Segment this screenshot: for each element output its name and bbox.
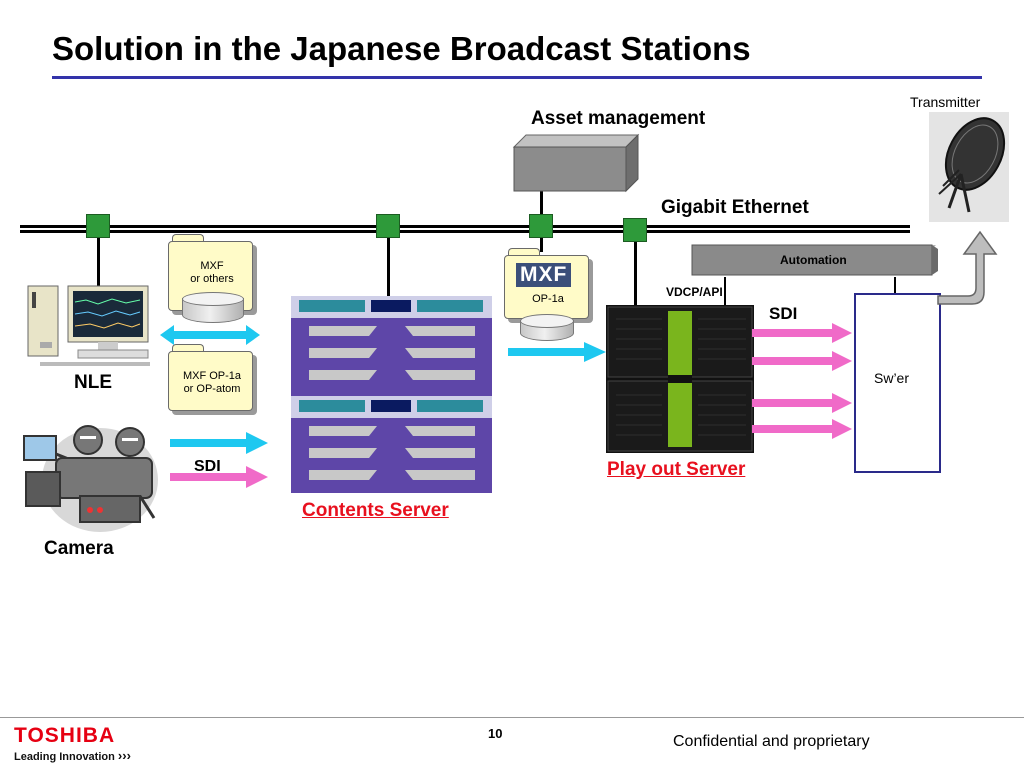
network-node-icon (623, 218, 647, 242)
pink-arrow (752, 393, 852, 413)
return-arrow-icon (937, 230, 998, 305)
satellite-dish-icon (929, 112, 1009, 222)
folder-mxf-others: MXF or others (168, 260, 256, 286)
asset-management-link (540, 190, 543, 215)
page-number: 10 (488, 726, 503, 741)
automation-box (691, 244, 938, 276)
folder-icon (508, 248, 540, 257)
tagline-text: Leading Innovation (14, 751, 115, 763)
tagline: Leading Innovation ››› (14, 748, 131, 763)
network-node-icon (86, 214, 110, 238)
automation-label: Automation (780, 253, 847, 267)
bidirectional-arrow (160, 325, 260, 345)
contents-server-link (387, 238, 390, 298)
sdi-left-label: SDI (194, 458, 221, 475)
pink-arrow (752, 351, 852, 371)
mxf-logo: MXF (516, 263, 572, 287)
pink-arrow (170, 466, 268, 488)
footer-divider (0, 717, 1024, 718)
page-title: Solution in the Japanese Broadcast Stati… (52, 30, 751, 67)
title-underline (52, 76, 982, 79)
switcher-label: Sw’er (874, 370, 910, 386)
folder-icon (172, 344, 204, 353)
folder-op1a: OP-1a (504, 293, 592, 306)
nle-label: NLE (74, 372, 112, 393)
sdi-arrows (752, 323, 852, 439)
nle-workstation-icon (27, 285, 150, 366)
asset-management-label: Asset management (531, 108, 706, 129)
folder-line: or OP-atom (183, 383, 241, 395)
sdi-right-label: SDI (769, 304, 798, 323)
pink-arrow (752, 419, 852, 439)
playout-server-label: Play out Server (607, 459, 746, 480)
asset-management-server (512, 133, 640, 193)
left-arrows (160, 325, 268, 488)
tagline-arrows: ››› (117, 748, 131, 763)
network-node-icon (529, 214, 553, 238)
playout-server-link (634, 242, 637, 306)
folder-icon (172, 234, 204, 243)
switcher-box (854, 293, 941, 473)
folder-mxf-op1a: MXF OP-1a or OP-atom (168, 370, 256, 396)
folder-line: MXF OP-1a (182, 370, 242, 382)
toshiba-logo: TOSHIBA (14, 724, 116, 747)
nle-link (97, 238, 100, 288)
folder-icon (168, 351, 253, 411)
automation-playout-link (724, 277, 726, 307)
mxf-folder-link (540, 238, 543, 252)
confidential-notice: Confidential and proprietary (673, 733, 870, 750)
contents-server (291, 296, 492, 493)
folder-line: OP-1a (532, 293, 564, 305)
automation-switcher-link (894, 277, 896, 294)
vdcp-api-label: VDCP/API (666, 285, 723, 299)
network-node-icon (376, 214, 400, 238)
cyan-arrow (508, 342, 606, 362)
transmitter-label: Transmitter (910, 94, 981, 110)
disk-icon (182, 292, 244, 306)
folder-line: or others (190, 273, 234, 285)
folder-line: MXF (200, 260, 224, 272)
cyan-arrow (170, 432, 268, 454)
playout-server (606, 305, 754, 453)
camera-icon (23, 425, 158, 532)
camera-label: Camera (44, 538, 114, 559)
pink-arrow (752, 323, 852, 343)
disk-icon (520, 314, 574, 328)
gigabit-ethernet-label: Gigabit Ethernet (661, 197, 809, 218)
gigabit-ethernet-bus (20, 225, 910, 233)
contents-server-label: Contents Server (302, 500, 449, 521)
